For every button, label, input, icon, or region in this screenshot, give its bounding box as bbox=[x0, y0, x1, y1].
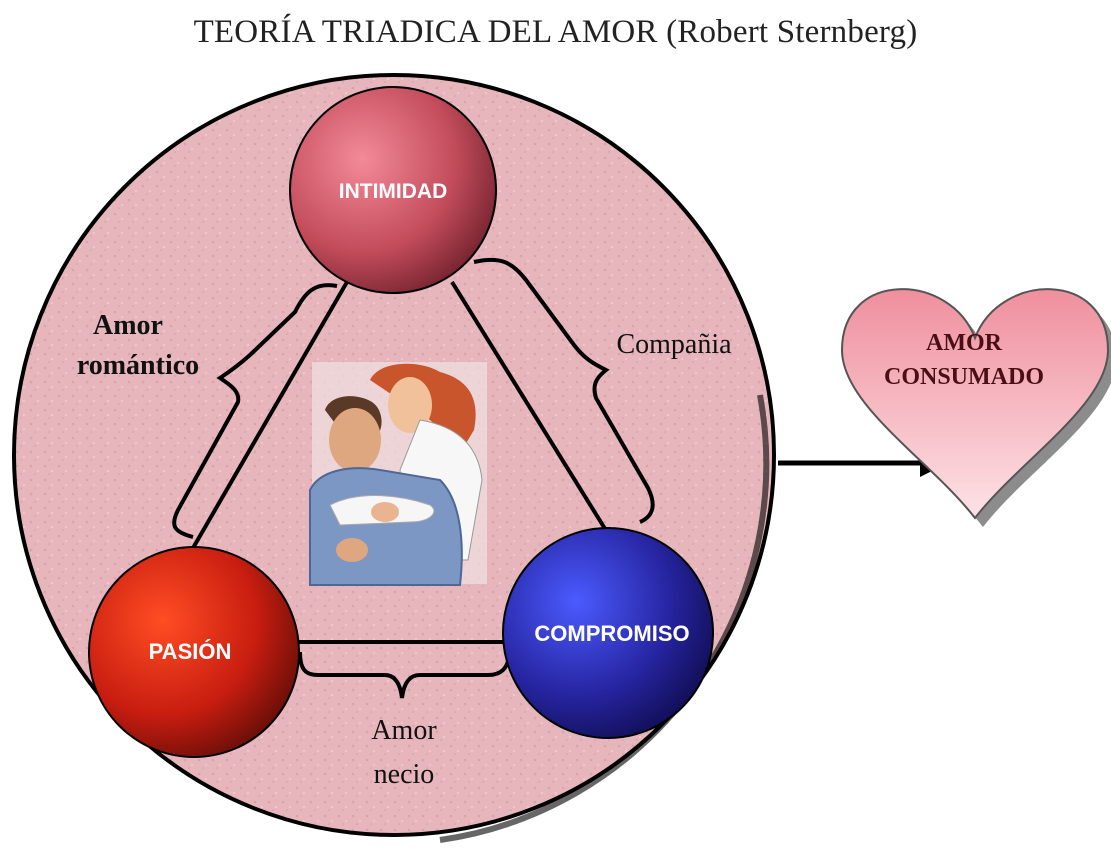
heart-shape bbox=[840, 288, 1110, 520]
couple-illustration bbox=[309, 362, 487, 586]
edge-intimidad-compromiso bbox=[450, 280, 609, 534]
brace-compania bbox=[473, 257, 655, 524]
romantico-line2: romántico bbox=[77, 350, 199, 381]
consumado-line1: AMOR bbox=[926, 330, 1003, 356]
romantico-line1: Amor bbox=[93, 310, 163, 341]
compromiso-label: COMPROMISO bbox=[534, 621, 689, 646]
necio-line1: Amor bbox=[371, 715, 437, 746]
brace-romantico bbox=[172, 283, 338, 539]
pasion-label: PASIÓN bbox=[149, 639, 232, 664]
diagram-title: TEORÍA TRIADICA DEL AMOR (Robert Sternbe… bbox=[193, 14, 918, 50]
pasion-circle bbox=[88, 546, 300, 758]
necio-line2: necio bbox=[374, 759, 435, 790]
intimidad-label: INTIMIDAD bbox=[339, 180, 448, 203]
consumado-line2: CONSUMADO bbox=[884, 364, 1044, 390]
compania-label: Compañia bbox=[616, 329, 732, 360]
compromiso-circle bbox=[502, 527, 714, 739]
intimidad-circle bbox=[289, 86, 497, 294]
brace-necio bbox=[298, 651, 512, 699]
edge-intimidad-pasion bbox=[191, 280, 349, 550]
